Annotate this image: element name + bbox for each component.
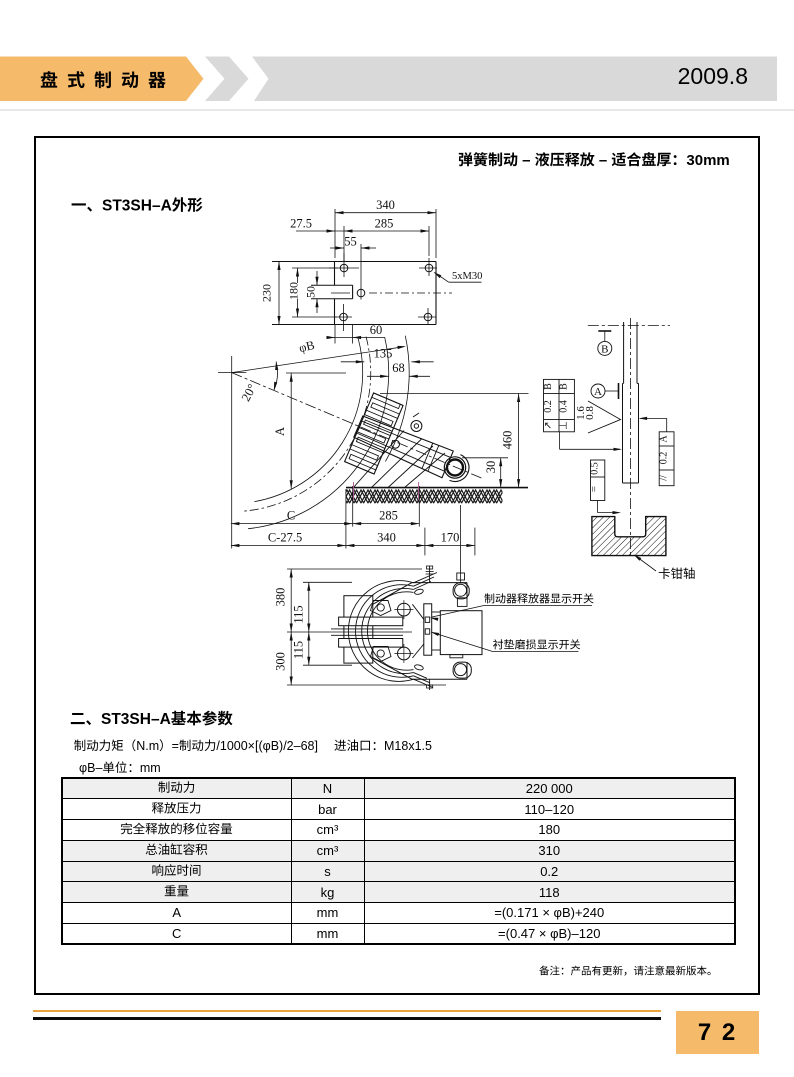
svg-text:50: 50 [304, 286, 318, 298]
svg-text:B: B [559, 383, 570, 390]
svg-text:A: A [659, 435, 670, 443]
svg-text:B: B [543, 383, 554, 390]
svg-text:60: 60 [370, 323, 383, 337]
svg-text:380: 380 [274, 588, 288, 607]
svg-text://: // [659, 475, 670, 481]
svg-text:↗: ↗ [543, 421, 554, 429]
svg-text:=: = [172, 739, 179, 753]
svg-text:C-27.5: C-27.5 [268, 531, 302, 545]
svg-text:230: 230 [260, 284, 274, 302]
svg-text:5xM30: 5xM30 [452, 271, 482, 282]
svg-text:55: 55 [344, 235, 357, 249]
svg-text:20°: 20° [239, 382, 260, 404]
svg-text:–: – [595, 152, 612, 169]
svg-text:–: – [518, 152, 535, 169]
svg-text:A: A [594, 386, 602, 398]
svg-text:φB–: φB– [79, 761, 102, 775]
svg-text:170: 170 [441, 531, 460, 545]
svg-text:460: 460 [501, 431, 515, 450]
svg-text:0.2: 0.2 [543, 400, 554, 413]
svg-text:φB: φB [298, 338, 316, 355]
svg-text:27.5: 27.5 [290, 217, 312, 231]
svg-text:300: 300 [274, 652, 288, 671]
svg-text:340: 340 [377, 531, 396, 545]
svg-text:115: 115 [292, 641, 306, 659]
svg-text:=: = [589, 486, 601, 492]
svg-text:mm: mm [140, 761, 161, 775]
svg-text:M18x1.5: M18x1.5 [384, 739, 432, 753]
svg-text:ST3SH–A: ST3SH–A [101, 711, 171, 728]
svg-text:68: 68 [392, 361, 405, 375]
svg-text:C: C [287, 509, 295, 523]
svg-text:135: 135 [374, 347, 393, 361]
svg-text:0.5: 0.5 [590, 462, 601, 475]
svg-text:N.m: N.m [136, 739, 159, 753]
svg-text:0.8: 0.8 [584, 406, 596, 420]
svg-text:/1000×[(φB)/2–68]: /1000×[(φB)/2–68] [216, 739, 318, 753]
svg-text:B: B [601, 343, 608, 355]
svg-text:115: 115 [292, 605, 306, 623]
svg-text:0.4: 0.4 [559, 400, 570, 413]
svg-text:1.6: 1.6 [575, 406, 587, 420]
svg-text:340: 340 [376, 198, 395, 212]
svg-text:⊥: ⊥ [559, 421, 570, 430]
svg-text:30mm: 30mm [686, 152, 729, 169]
svg-text:285: 285 [379, 509, 398, 523]
svg-text:ST3SH–A: ST3SH–A [102, 198, 172, 215]
svg-text:0.2: 0.2 [659, 452, 670, 465]
svg-text:A: A [273, 427, 287, 436]
svg-text:180: 180 [287, 282, 301, 300]
svg-text:285: 285 [375, 217, 394, 231]
svg-text:30: 30 [484, 461, 498, 474]
